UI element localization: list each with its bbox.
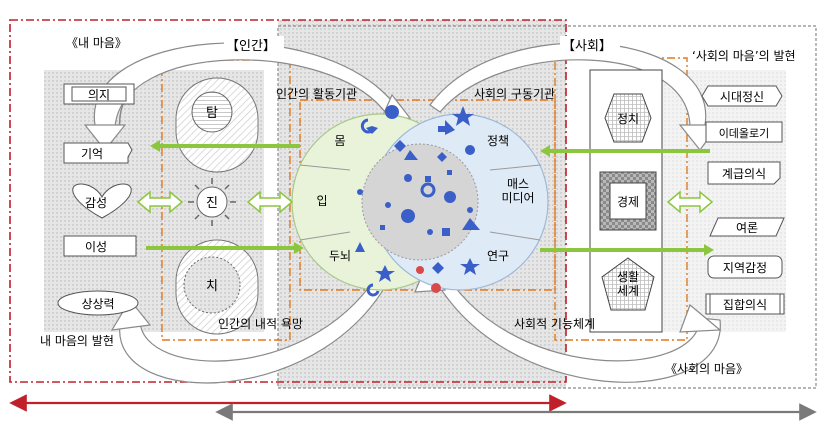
label-social-function-system: 사회적 기능체계: [514, 317, 595, 331]
left-item-imagination-cloud: [57, 290, 139, 316]
right-item-ideology: 이데올로기: [719, 127, 770, 140]
arrow-economy-double: [666, 190, 714, 214]
label-human-activity-organ: 인간의 활동기관: [276, 87, 357, 101]
human-organ-brain: 두뇌: [329, 249, 351, 263]
arrow-research-right: [540, 244, 714, 256]
left-bottom-arrowhead: [110, 298, 152, 331]
arrow-policy-left: [540, 145, 710, 157]
label-human-inner-desire: 인간의 내적 욕망: [218, 317, 303, 331]
left-item-will: 의지: [88, 88, 110, 102]
arrow-anger-double: [246, 190, 294, 214]
label-society-mind: 《사회의 마음》: [665, 362, 748, 376]
right-item-zeitgeist: 시대정신: [720, 90, 764, 104]
delusion-circle: [183, 256, 241, 314]
human-organ-body: 몸: [334, 134, 345, 148]
greed-circle: [191, 91, 233, 133]
arrow-memory-left: [150, 140, 300, 152]
scattered-shapes: [355, 105, 480, 282]
right-item-class: 계급의식: [722, 167, 766, 181]
right-item-collective-box: [705, 293, 785, 315]
arrow-reason-right: [146, 242, 304, 254]
desire-anger: 진: [206, 196, 218, 211]
human-organ-mouth: 입: [316, 194, 327, 208]
society-organ-research: 연구: [487, 249, 509, 263]
label-society-driving-organ: 사회의 구동기관: [474, 87, 555, 101]
lifeworld-pentagon: [601, 257, 655, 311]
label-society: 【사회】: [562, 39, 612, 54]
right-item-zeitgeist-box: [701, 85, 783, 107]
right-item-collective: 집합의식: [723, 298, 767, 312]
right-item-opinion: 여론: [736, 221, 758, 235]
right-bottom-arrowhead: [679, 303, 722, 333]
left-item-memory-box: [63, 142, 133, 164]
society-organ-policy: 정책: [487, 133, 509, 148]
label-human: 【인간】: [226, 39, 276, 54]
right-item-class-box: [707, 161, 781, 185]
right-item-ideology-box: [705, 121, 783, 143]
right-item-regional: 지역감정: [723, 261, 767, 275]
left-item-reason-box: [63, 235, 137, 257]
core-circle: [361, 143, 479, 261]
label-my-mind: 《내 마음》: [66, 36, 127, 50]
politics-hexagon: [604, 93, 652, 143]
society-system-economy: 경제: [617, 195, 639, 209]
right-item-regional-box: [707, 255, 783, 279]
left-item-memory: 기억: [81, 147, 103, 161]
left-item-will-box: [63, 83, 135, 105]
human-frame: [9, 19, 567, 383]
left-top-arrowhead: [83, 124, 127, 151]
left-item-emotion: 감성: [85, 196, 107, 210]
desire-greed: 탐: [206, 106, 218, 121]
left-item-reason: 이성: [85, 240, 107, 254]
label-society-mind-expression: ‘사회의 마음’의 발현: [692, 49, 796, 63]
label-my-mind-expression: 내 마음의 발현: [40, 334, 114, 348]
left-item-imagination: 상상력: [81, 297, 114, 311]
anger-sun-icon: [188, 178, 236, 226]
society-system-politics: 정치: [617, 112, 639, 126]
desire-delusion: 치: [206, 279, 218, 294]
left-item-emotion-heart: [72, 183, 132, 219]
right-item-opinion-box: [709, 217, 785, 237]
arrow-emotion-double: [136, 190, 184, 214]
